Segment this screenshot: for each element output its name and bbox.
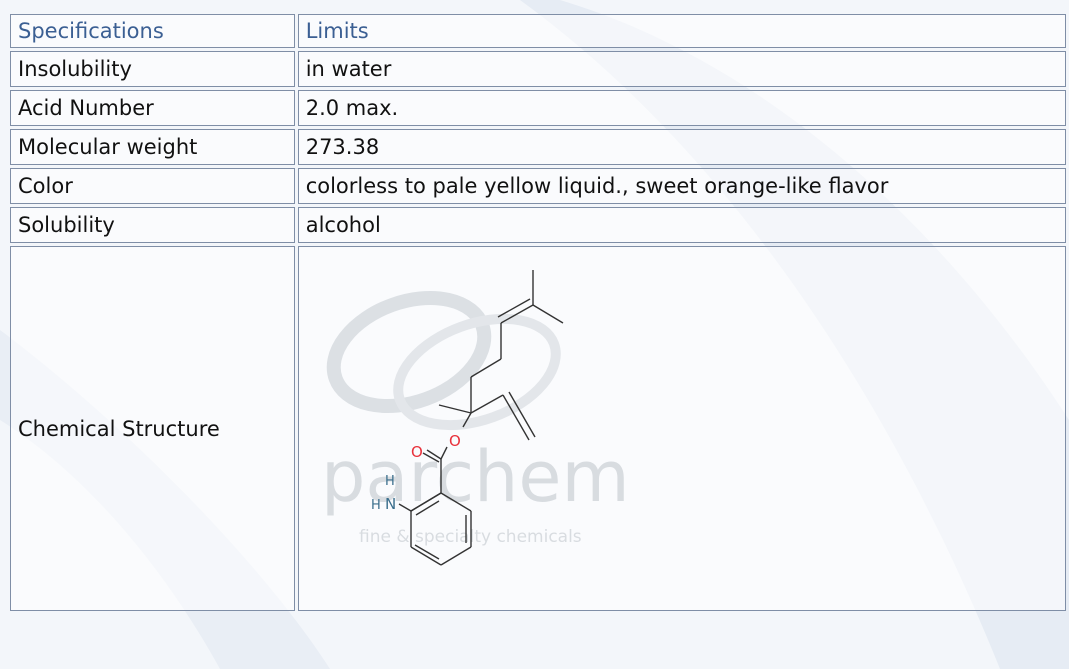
row-label: Solubility — [10, 207, 295, 243]
row-label: Acid Number — [10, 90, 295, 126]
table-row: Insolubility in water — [10, 51, 1066, 87]
row-value: 273.38 — [297, 129, 1066, 165]
chemical-structure-image: parchem fine & specialty chemicals — [321, 270, 630, 566]
table-row: Acid Number 2.0 max. — [10, 90, 1066, 126]
table-row: Color colorless to pale yellow liquid., … — [10, 168, 1066, 204]
row-label-structure: Chemical Structure — [10, 246, 295, 611]
row-value: alcohol — [297, 207, 1066, 243]
molecule-bonds — [398, 270, 564, 566]
row-value: in water — [297, 51, 1066, 87]
row-label: Color — [10, 168, 295, 204]
table-row: Molecular weight 273.38 — [10, 129, 1066, 165]
parchem-watermark: parchem fine & specialty chemicals — [321, 290, 630, 547]
atom-hydrogen-left: H — [371, 498, 381, 513]
row-value: colorless to pale yellow liquid., sweet … — [297, 168, 1066, 204]
table-row: Solubility alcohol — [10, 207, 1066, 243]
header-specifications: Specifications — [10, 14, 295, 48]
atom-oxygen-carbonyl: O — [411, 443, 423, 461]
atom-nitrogen: N — [385, 495, 396, 513]
row-value: 2.0 max. — [297, 90, 1066, 126]
table-row-structure: Chemical Structure parchem fine & specia… — [10, 246, 1066, 611]
header-limits: Limits — [297, 14, 1066, 48]
table-header-row: Specifications Limits — [10, 14, 1066, 48]
watermark-brand: parchem — [321, 436, 630, 518]
atom-hydrogen-top: H — [385, 474, 395, 489]
row-label: Molecular weight — [10, 129, 295, 165]
specifications-table: Specifications Limits Insolubility in wa… — [7, 11, 1069, 614]
row-label: Insolubility — [10, 51, 295, 87]
atom-oxygen-ester: O — [449, 432, 461, 450]
chemical-structure-cell: parchem fine & specialty chemicals — [297, 246, 1066, 611]
molecule-atoms: O O H H N — [371, 432, 461, 513]
